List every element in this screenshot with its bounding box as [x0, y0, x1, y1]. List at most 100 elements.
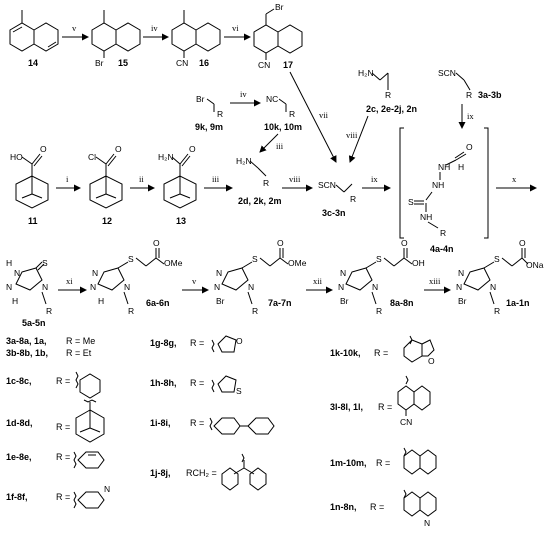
- arrow-viii1: [348, 115, 369, 163]
- step-iv2: iv: [240, 89, 247, 99]
- compound-6a: N N N H S O OMe R 6a-6n: [90, 238, 183, 316]
- compound-10: NC R 10k, 10m: [264, 94, 302, 132]
- svg-text:S: S: [128, 254, 134, 264]
- svg-text:R =: R =: [56, 492, 70, 502]
- svg-text:R =: R =: [56, 452, 70, 462]
- svg-text:N: N: [92, 268, 98, 278]
- svg-text:N: N: [124, 282, 130, 292]
- svg-text:Br: Br: [216, 296, 225, 306]
- svg-text:OMe: OMe: [164, 258, 183, 268]
- svg-text:H₂N: H₂N: [358, 68, 374, 78]
- svg-text:R: R: [385, 90, 391, 100]
- svg-text:N: N: [216, 268, 222, 278]
- svg-text:OH: OH: [412, 258, 425, 268]
- svg-text:H: H: [458, 162, 464, 172]
- svg-text:N: N: [340, 268, 346, 278]
- label-7a: 7a-7n: [268, 298, 292, 308]
- svg-text:CN: CN: [400, 417, 412, 427]
- legend-row-1k: 1k-10k, R = O: [330, 335, 435, 366]
- svg-text:R =: R =: [190, 378, 204, 388]
- svg-text:R =: R =: [56, 422, 70, 432]
- compound-2d: H₂N R 2d, 2k, 2m: [236, 156, 282, 206]
- compound-4a: O H NH NH S NH R 4a-4n: [399, 127, 489, 254]
- svg-text:O: O: [153, 238, 160, 248]
- svg-text:O: O: [401, 238, 408, 248]
- label-15: 15: [118, 58, 128, 68]
- svg-text:N: N: [372, 282, 378, 292]
- svg-text:1k-10k,: 1k-10k,: [330, 348, 361, 358]
- svg-text:3a-8a, 1a,: 3a-8a, 1a,: [6, 336, 47, 346]
- step-xiii: xiii: [429, 276, 441, 286]
- step-ix1: ix: [467, 111, 474, 121]
- svg-text:N: N: [338, 282, 344, 292]
- legend-row-1h: 1h-8h, R = S: [150, 375, 242, 396]
- svg-text:1d-8d,: 1d-8d,: [6, 418, 33, 428]
- svg-text:Br: Br: [340, 296, 349, 306]
- svg-text:N: N: [456, 282, 462, 292]
- svg-text:R =: R =: [190, 338, 204, 348]
- svg-text:H₂N: H₂N: [236, 156, 252, 166]
- step-xi: xi: [66, 276, 73, 286]
- svg-text:Br: Br: [275, 2, 284, 12]
- label-4a: 4a-4n: [430, 244, 454, 254]
- legend-row-3a: 3a-8a, 1a, R = Me: [6, 336, 95, 346]
- compound-3c: SCN R 3c-3n: [318, 180, 356, 218]
- svg-text:NH: NH: [438, 162, 450, 172]
- svg-text:Br: Br: [95, 58, 104, 68]
- label-12: 12: [102, 216, 112, 226]
- svg-text:R: R: [217, 109, 223, 119]
- label-1a: 1a-1n: [506, 298, 530, 308]
- legend-row-3b: 3b-8b, 1b, R = Et: [6, 348, 92, 358]
- svg-text:SCN: SCN: [318, 180, 336, 190]
- svg-text:HO: HO: [10, 152, 23, 162]
- legend-row-1c: 1c-8c, R =: [6, 371, 101, 399]
- step-vii: vii: [319, 110, 329, 120]
- svg-text:R =: R =: [190, 418, 204, 428]
- compound-3a-thiocyanate: SCN R 3a-3b: [438, 68, 502, 100]
- compound-14: 14: [9, 10, 59, 68]
- svg-text:O: O: [466, 142, 473, 152]
- svg-text:1m-10m,: 1m-10m,: [330, 458, 367, 468]
- label-9: 9k, 9m: [195, 122, 223, 132]
- compound-2c-amine: H₂N R 2c, 2e-2j, 2n: [358, 68, 417, 114]
- compound-12: Cl O 12: [88, 144, 123, 226]
- legend-row-1n: 1n-8n, R = N: [330, 489, 437, 528]
- svg-text:S: S: [494, 254, 500, 264]
- svg-text:R: R: [263, 178, 269, 188]
- svg-text:S: S: [236, 386, 242, 396]
- svg-text:O: O: [236, 336, 243, 346]
- svg-text:1g-8g,: 1g-8g,: [150, 338, 177, 348]
- label-2d: 2d, 2k, 2m: [238, 196, 282, 206]
- svg-text:N: N: [214, 282, 220, 292]
- label-10: 10k, 10m: [264, 122, 302, 132]
- svg-text:R: R: [128, 306, 134, 316]
- svg-text:NC: NC: [266, 94, 278, 104]
- svg-text:O: O: [277, 238, 284, 248]
- legend-row-3l: 3l-8l, 1l, R = CN: [330, 375, 431, 427]
- svg-text:1h-8h,: 1h-8h,: [150, 378, 177, 388]
- label-17: 17: [283, 60, 293, 70]
- compound-17: Br CN 17: [253, 2, 303, 70]
- label-3a: 3a-3b: [478, 90, 502, 100]
- svg-text:3l-8l, 1l,: 3l-8l, 1l,: [330, 402, 363, 412]
- svg-text:R: R: [252, 306, 258, 316]
- step-iii2: iii: [212, 174, 220, 184]
- svg-text:R: R: [466, 90, 472, 100]
- legend-row-1j: 1j-8j, RCH₂ =: [150, 453, 267, 491]
- svg-text:R =: R =: [378, 402, 392, 412]
- legend-row-1g: 1g-8g, R = O: [150, 335, 243, 353]
- svg-text:1n-8n,: 1n-8n,: [330, 502, 357, 512]
- svg-text:R =: R =: [56, 376, 70, 386]
- compound-9: Br R 9k, 9m: [195, 94, 223, 132]
- svg-text:R: R: [289, 109, 295, 119]
- step-vi: vi: [232, 23, 239, 33]
- step-xii: xii: [313, 276, 323, 286]
- svg-text:R =: R =: [370, 502, 384, 512]
- svg-text:Br: Br: [458, 296, 467, 306]
- svg-text:O: O: [189, 144, 196, 154]
- svg-text:N: N: [104, 484, 110, 494]
- svg-text:SCN: SCN: [438, 68, 456, 78]
- compound-13: H₂N O 13: [158, 144, 197, 226]
- svg-text:Cl: Cl: [88, 152, 96, 162]
